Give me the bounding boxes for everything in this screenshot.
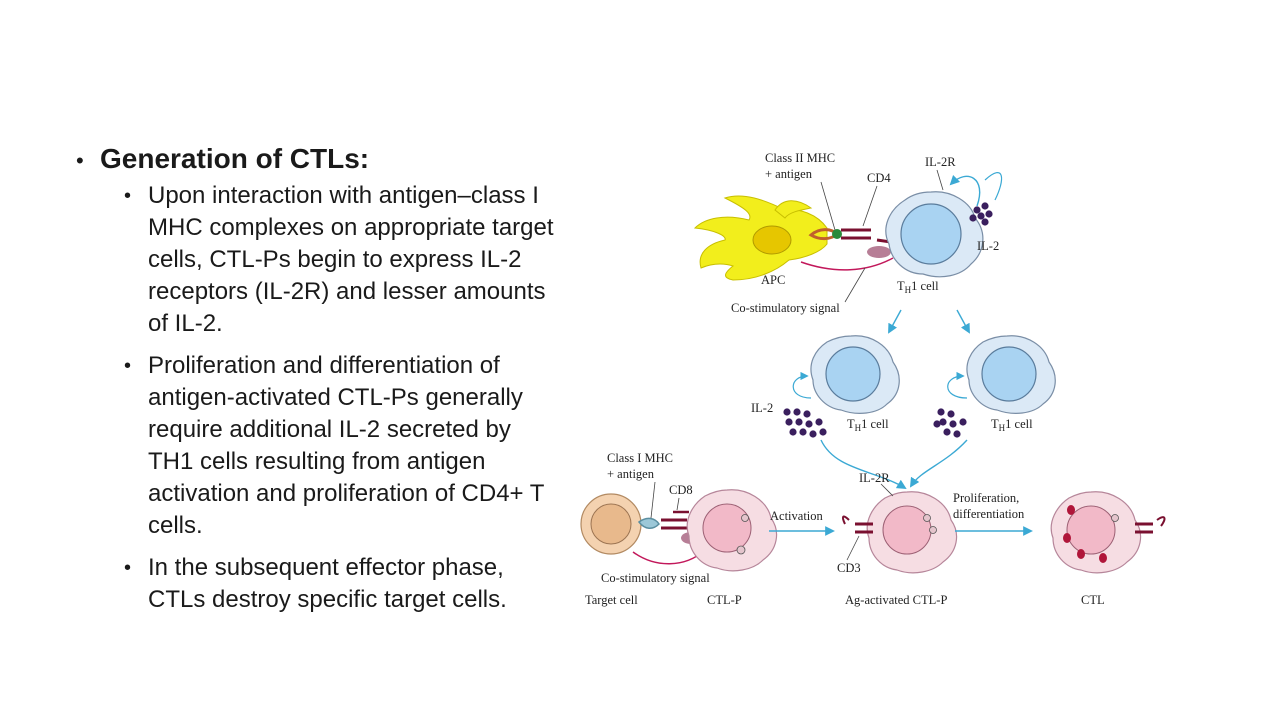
label-differentiation: differentiation <box>953 507 1025 521</box>
leader-il2r-top <box>936 169 944 191</box>
label-th1-mid-left: TH1 cell <box>847 417 889 433</box>
il2-dots-mid-left <box>783 408 827 438</box>
bullet-item: • In the subsequent effector phase, CTLs… <box>124 552 576 616</box>
label-cd4: CD4 <box>867 171 891 185</box>
il2-loop-arrow-mid-left <box>792 371 812 399</box>
bullet-item: • Proliferation and differentiation of a… <box>124 350 576 542</box>
th1-cell-mid-left <box>810 335 900 414</box>
label-cd3: CD3 <box>837 561 861 575</box>
il2-loop-arrow-top <box>949 174 981 207</box>
il2-dots-top <box>969 202 993 226</box>
label-ag-activated: Ag-activated CTL-P <box>845 593 947 607</box>
bullet-dot: • <box>124 355 132 377</box>
th1-nucleus-top <box>900 203 962 265</box>
co-stim-molecule <box>867 246 891 258</box>
ag-activated-ctl-p-cell <box>841 491 958 574</box>
label-class-ii-mhc: Class II MHC <box>765 151 835 165</box>
bullet-text: In the subsequent effector phase, CTLs d… <box>148 554 507 613</box>
tcr-receptor-ctl <box>661 518 687 530</box>
label-il2r-bottom: IL-2R <box>859 471 890 485</box>
label-co-stim-top: Co-stimulatory signal <box>731 301 840 315</box>
heading-bullet: • <box>76 148 84 173</box>
label-il2-top: IL-2 <box>977 239 999 253</box>
label-co-stim-bottom: Co-stimulatory signal <box>601 571 710 585</box>
label-class-ii-antigen: + antigen <box>765 167 813 181</box>
co-stim-arrow-top <box>800 257 894 271</box>
ctl-granules <box>1063 505 1107 563</box>
label-th1-top: TH1 cell <box>897 279 939 295</box>
leader-cd3 <box>846 535 860 561</box>
bullet-text: Upon interaction with antigen–class I MH… <box>148 182 554 337</box>
apc-nucleus <box>752 225 792 255</box>
mhc-i-molecule <box>637 517 660 529</box>
label-il2r-top: IL-2R <box>925 155 956 169</box>
label-class-i-antigen: + antigen <box>607 467 655 481</box>
label-target-cell: Target cell <box>585 593 638 607</box>
label-proliferation: Proliferation, <box>953 491 1019 505</box>
heading-row: • Generation of CTLs: <box>76 140 576 178</box>
label-class-i-mhc: Class I MHC <box>607 451 673 465</box>
ctl-cell <box>1050 491 1166 574</box>
label-ctl-p: CTL-P <box>707 593 742 607</box>
label-th1-mid-right: TH1 cell <box>991 417 1033 433</box>
ctl-p-cell <box>686 489 778 572</box>
bullet-item: • Upon interaction with antigen–class I … <box>124 180 576 340</box>
label-apc: APC <box>761 273 785 287</box>
leader-class-ii <box>820 181 836 231</box>
leader-class-i <box>650 481 656 519</box>
antigen-peptide <box>832 229 842 239</box>
leader-il2r-bottom <box>880 483 894 497</box>
leader-cd8 <box>676 497 680 511</box>
slide-heading: Generation of CTLs: <box>100 143 370 174</box>
il2-release-arrow <box>984 172 1003 201</box>
leader-co-stim-top <box>844 267 866 303</box>
label-cd8: CD8 <box>669 483 693 497</box>
il2-flow-right <box>909 439 968 488</box>
label-ctl: CTL <box>1081 593 1105 607</box>
bullet-text: Proliferation and differentiation of ant… <box>148 352 545 539</box>
text-column: • Generation of CTLs: • Upon interaction… <box>76 140 576 626</box>
arrow-down-right <box>956 309 970 334</box>
bullet-dot: • <box>124 185 132 207</box>
il2-dots-mid-right <box>933 408 967 438</box>
ctl-generation-diagram: Class II MHC + antigen CD4 IL-2R IL-2 AP… <box>580 151 1166 607</box>
il2-flow-left <box>820 439 907 490</box>
apc-arm <box>774 200 813 219</box>
leader-cd4 <box>862 185 878 227</box>
label-il2-mid: IL-2 <box>751 401 773 415</box>
tcr-receptor <box>841 228 871 240</box>
il2-loop-arrow-mid-right <box>947 371 968 399</box>
arrow-down-left <box>888 309 902 334</box>
bullet-list: • Upon interaction with antigen–class I … <box>124 180 576 616</box>
label-activation: Activation <box>770 509 824 523</box>
target-nucleus <box>590 503 632 545</box>
bullet-dot: • <box>124 557 132 579</box>
th1-cell-mid-right <box>966 335 1056 414</box>
